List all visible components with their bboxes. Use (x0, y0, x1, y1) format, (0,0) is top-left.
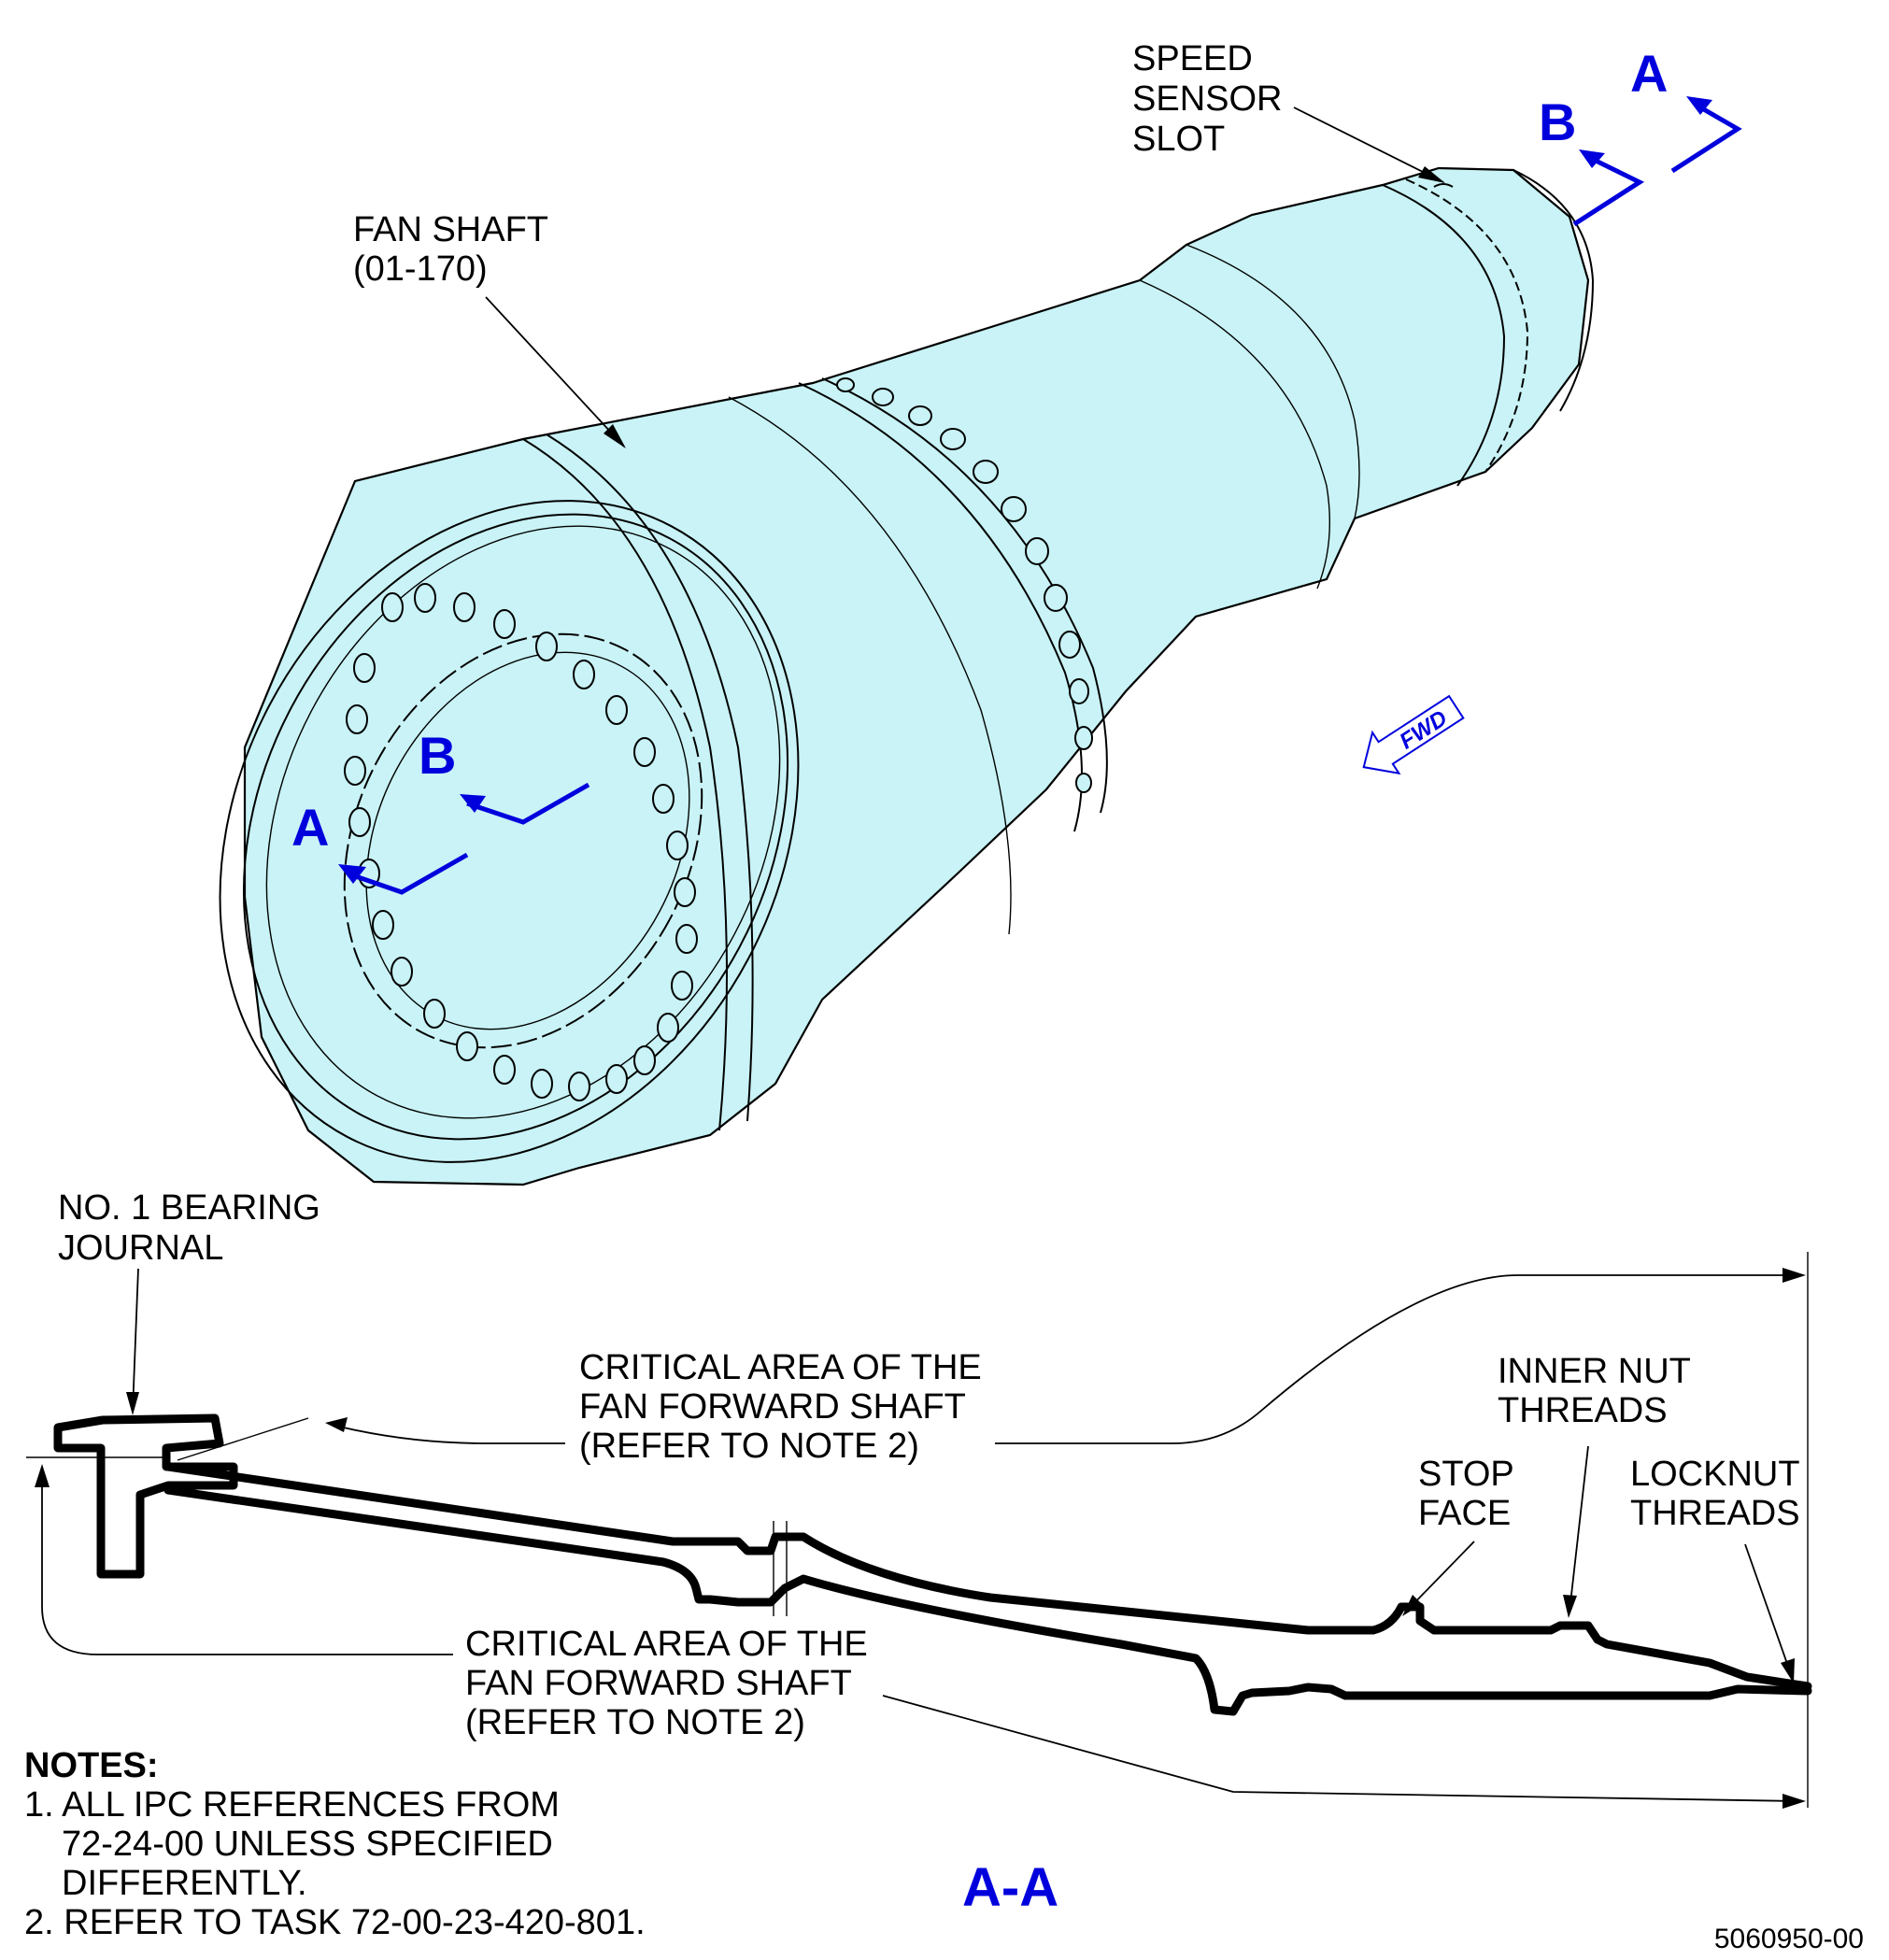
notes-heading: NOTES: (24, 1746, 159, 1785)
arrow-a-front (338, 864, 366, 884)
arrowhead-critical-area-top-right (1782, 1268, 1806, 1283)
note-2-line-1: 2. REFER TO TASK 72-00-23-420-801. (24, 1903, 646, 1942)
front-bolt-holes (344, 583, 698, 1101)
label-stop-face-line-1: STOP (1418, 1455, 1513, 1494)
label-speed-sensor-slot-line-1: SPEED (1132, 39, 1253, 78)
note-1-line-2: 72-24-00 UNLESS SPECIFIED (62, 1825, 553, 1864)
cut-label-b-front: B (419, 726, 456, 785)
cut-label-a-front: A (291, 798, 329, 857)
arrowhead-stop-face (1402, 1595, 1422, 1616)
label-critical-area-bottom-line-3: (REFER TO NOTE 2) (465, 1703, 805, 1742)
shaft-outer-wall (163, 1462, 1812, 1691)
front-flange-inner (265, 525, 781, 1119)
arrowhead-fan-shaft (604, 424, 626, 448)
label-critical-area-top: CRITICAL AREA OF THE FAN FORWARD SHAFT (… (579, 1348, 991, 1466)
leader-critical-area-top-left (331, 1424, 565, 1444)
label-speed-sensor-slot: SPEED SENSOR SLOT (1132, 39, 1292, 159)
cone-ring-2 (546, 433, 754, 1122)
section-title: A-A (962, 1857, 1058, 1918)
cone-line-2 (1139, 279, 1331, 589)
label-critical-area-bottom-line-1: CRITICAL AREA OF THE (465, 1625, 868, 1664)
critical-area-top-extension (177, 1417, 309, 1461)
leader-locknut-threads (1744, 1543, 1793, 1678)
cut-label-a-rear: A (1630, 44, 1668, 103)
label-bearing-journal-line-1: NO. 1 BEARING (58, 1188, 320, 1228)
label-inner-nut-threads-line-1: INNER NUT (1498, 1352, 1691, 1391)
label-critical-area-top-line-2: FAN FORWARD SHAFT (579, 1387, 966, 1427)
fwd-arrow: FWD (1362, 694, 1465, 775)
section-view-a-a (26, 1252, 1812, 1808)
note-2: 2. REFER TO TASK 72-00-23-420-801. (24, 1903, 646, 1942)
arrow-a-rear (1686, 96, 1712, 115)
label-locknut-threads-line-1: LOCKNUT (1630, 1455, 1799, 1494)
section-leaders (35, 1268, 1806, 1809)
arrowhead-speed-sensor-slot (1418, 166, 1445, 183)
cut-line-b-rear (1572, 154, 1645, 227)
label-locknut-threads: LOCKNUT THREADS (1630, 1455, 1809, 1533)
cone-line-3 (1186, 244, 1360, 519)
label-stop-face: STOP FACE (1418, 1455, 1524, 1533)
fan-shaft-body (243, 166, 1590, 1186)
label-bearing-journal: NO. 1 BEARING JOURNAL (58, 1188, 330, 1268)
section-cut-markers: B A B A (291, 44, 1742, 895)
rear-end-ring (1513, 169, 1595, 412)
fan-shaft-isometric (219, 166, 1595, 1186)
cut-label-b-rear: B (1539, 92, 1576, 151)
note-1-line-3: DIFFERENTLY. (62, 1864, 307, 1903)
front-flange-mid (243, 513, 788, 1141)
arrow-b-rear (1579, 149, 1605, 168)
label-speed-sensor-slot-line-3: SLOT (1132, 120, 1225, 159)
label-critical-area-bottom-line-2: FAN FORWARD SHAFT (465, 1664, 852, 1703)
leader-speed-sensor-slot (1293, 107, 1444, 183)
figure-number: 5060950-00 (1714, 1924, 1864, 1954)
label-critical-area-top-line-1: CRITICAL AREA OF THE (579, 1348, 982, 1387)
arrowhead-locknut-threads (1781, 1658, 1795, 1683)
label-fan-shaft-line-2: (01-170) (353, 249, 488, 289)
rear-ring-a (1382, 184, 1506, 487)
label-bearing-journal-line-2: JOURNAL (58, 1229, 223, 1268)
bearing-journal-profile (53, 1413, 238, 1579)
front-flange-outer (219, 500, 800, 1163)
label-critical-area-top-line-3: (REFER TO NOTE 2) (579, 1427, 919, 1466)
label-locknut-threads-line-2: THREADS (1630, 1494, 1800, 1533)
arrowhead-bearing-journal (126, 1392, 139, 1415)
fwd-arrow-shape (1362, 694, 1465, 775)
cone-ring-1 (522, 438, 728, 1131)
label-inner-nut-threads-line-2: THREADS (1498, 1391, 1668, 1430)
note-1-line-1: 1. ALL IPC REFERENCES FROM (24, 1785, 560, 1825)
label-fan-shaft-line-1: FAN SHAFT (353, 210, 548, 249)
spline-bore (343, 632, 703, 1049)
label-critical-area-bottom: CRITICAL AREA OF THE FAN FORWARD SHAFT (… (465, 1625, 877, 1742)
label-inner-nut-threads: INNER NUT THREADS (1498, 1352, 1700, 1430)
leader-critical-area-bottom-right (882, 1695, 1799, 1802)
arrow-b-front (460, 794, 486, 813)
arrowhead-inner-nut-threads (1563, 1595, 1577, 1618)
leader-critical-area-top (995, 1274, 1798, 1444)
arrowhead-critical-area-top-left (325, 1417, 348, 1432)
cone-line-1 (728, 396, 1012, 935)
note-1: 1. ALL IPC REFERENCES FROM 72-24-00 UNLE… (24, 1785, 570, 1903)
leader-critical-area-bottom-left (41, 1471, 453, 1655)
cone-hole-band (836, 377, 1093, 793)
cut-line-a-rear (1670, 102, 1742, 174)
arrowhead-critical-area-bottom-left (35, 1464, 50, 1487)
leader-bearing-journal (132, 1268, 139, 1412)
shaft-inner-wall (163, 1485, 1812, 1716)
label-stop-face-line-2: FACE (1418, 1494, 1511, 1533)
label-fan-shaft: FAN SHAFT (01-170) (353, 210, 558, 289)
speed-sensor-slot (1433, 183, 1454, 188)
arrowhead-critical-area-bottom-right (1782, 1794, 1806, 1809)
cut-line-a-front (347, 852, 469, 895)
label-speed-sensor-slot-line-2: SENSOR (1132, 79, 1282, 119)
rear-ring-b (1405, 178, 1529, 473)
leader-inner-nut-threads (1569, 1445, 1589, 1612)
leader-fan-shaft (485, 296, 625, 447)
cut-line-b-front (466, 782, 590, 825)
